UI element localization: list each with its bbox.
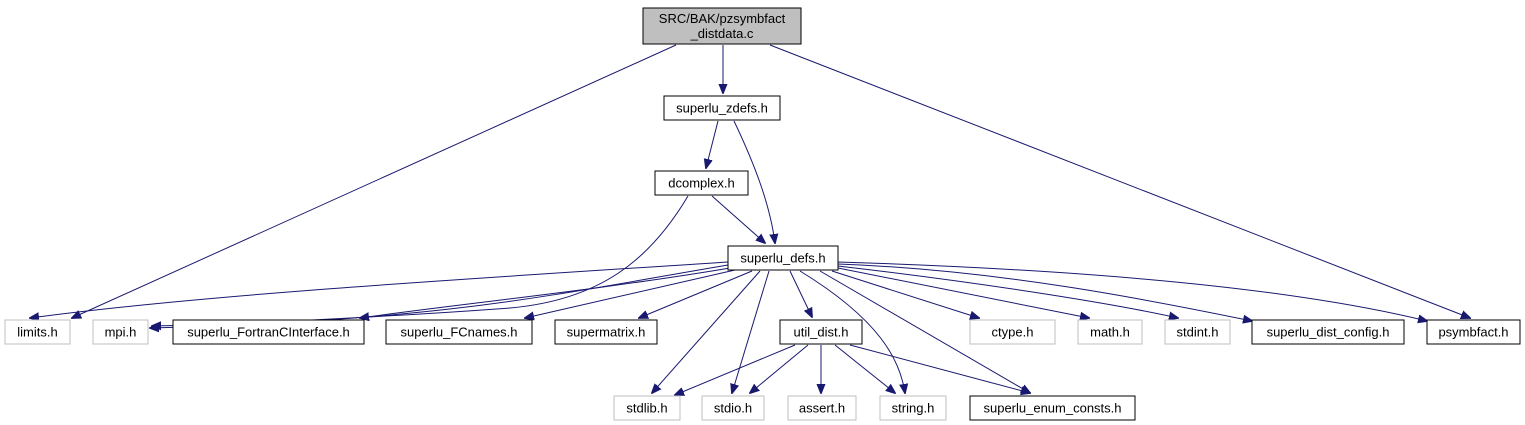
node-label: assert.h [799, 401, 845, 416]
edge-defs-to-enum [819, 270, 1030, 393]
node-stdlib: stdlib.h [613, 395, 681, 421]
node-config[interactable]: superlu_dist_config.h [1251, 319, 1405, 345]
node-label: stdlib.h [626, 401, 667, 416]
node-util[interactable]: util_dist.h [779, 319, 863, 345]
node-label: stdint.h [1177, 325, 1219, 340]
node-smat[interactable]: supermatrix.h [554, 319, 658, 345]
edge-util-to-enum [849, 344, 1030, 393]
node-box [92, 319, 149, 345]
node-string: string.h [879, 395, 947, 421]
node-box [969, 319, 1056, 345]
node-label: ctype.h [992, 325, 1034, 340]
edges-layer [30, 44, 1470, 395]
nodes-layer: SRC/BAK/pzsymbfact_distdata.c superlu_zde… [4, 7, 1521, 421]
node-limits: limits.h [4, 319, 71, 345]
edge-util-to-stdio [750, 344, 809, 393]
edge-defs-to-ctype [831, 270, 979, 318]
node-box [1426, 319, 1521, 345]
node-box [654, 170, 749, 196]
node-label: mpi.h [105, 325, 137, 340]
node-fcn[interactable]: superlu_FCnames.h [385, 319, 533, 345]
node-box [172, 319, 365, 345]
edge-defs-to-stdio [732, 270, 770, 393]
node-label: psymbfact.h [1438, 325, 1508, 340]
edge-defs-to-stdlib [652, 270, 761, 393]
node-box [1077, 319, 1143, 345]
node-label: superlu_zdefs.h [676, 101, 768, 116]
edge-defs-to-fci [360, 267, 731, 318]
node-enum[interactable]: superlu_enum_consts.h [969, 395, 1136, 421]
edge-defs-to-limits [30, 261, 729, 318]
edge-defs-to-stdint [837, 265, 1178, 318]
node-label: dcomplex.h [668, 176, 734, 191]
edge-dcomplex-to-defs [711, 195, 765, 243]
node-box [1164, 319, 1231, 345]
node-fci[interactable]: superlu_FortranCInterface.h [172, 319, 365, 345]
node-label: supermatrix.h [567, 325, 646, 340]
node-box [1251, 319, 1405, 345]
node-label: superlu_defs.h [740, 251, 825, 266]
edge-defs-to-util [789, 270, 812, 317]
edge-defs-to-string [799, 270, 905, 393]
node-box [642, 7, 802, 45]
edge-defs-to-smat [639, 270, 753, 318]
node-box [879, 395, 947, 421]
node-stdint: stdint.h [1164, 319, 1231, 345]
node-psymb[interactable]: psymbfact.h [1426, 319, 1521, 345]
node-label: superlu_enum_consts.h [983, 401, 1121, 416]
edge-util-to-string [834, 344, 895, 393]
node-label: superlu_dist_config.h [1267, 325, 1390, 340]
node-box [554, 319, 658, 345]
edge-zdefs-to-defs [733, 120, 775, 243]
node-box [385, 319, 533, 345]
node-label: limits.h [17, 325, 57, 340]
node-label: stdio.h [714, 401, 752, 416]
node-root[interactable]: SRC/BAK/pzsymbfact_distdata.c [642, 7, 802, 45]
edge-zdefs-to-dcomplex [706, 120, 719, 168]
node-label: superlu_FCnames.h [400, 325, 517, 340]
node-box [969, 395, 1136, 421]
node-box [613, 395, 681, 421]
node-dcomplex[interactable]: dcomplex.h [654, 170, 749, 196]
edge-dcomplex-to-mpi [152, 195, 689, 326]
node-ctype: ctype.h [969, 319, 1056, 345]
node-label: _distdata.c [690, 26, 754, 41]
node-assert: assert.h [787, 395, 857, 421]
node-box [727, 245, 839, 271]
node-math: math.h [1077, 319, 1143, 345]
node-box [663, 95, 781, 121]
node-label: util_dist.h [794, 325, 849, 340]
edge-defs-to-config [837, 263, 1252, 321]
edge-root-to-limits [72, 44, 677, 318]
node-label: superlu_FortranCInterface.h [187, 325, 350, 340]
edge-util-to-stdlib [675, 344, 796, 395]
node-mpi: mpi.h [92, 319, 149, 345]
edge-root-to-psymb [769, 44, 1470, 318]
node-label: SRC/BAK/pzsymbfact [659, 11, 786, 26]
node-box [4, 319, 71, 345]
edge-defs-to-math [837, 267, 1089, 318]
node-label: math.h [1090, 325, 1130, 340]
node-box [779, 319, 863, 345]
node-zdefs[interactable]: superlu_zdefs.h [663, 95, 781, 121]
node-stdio: stdio.h [701, 395, 765, 421]
node-defs[interactable]: superlu_defs.h [727, 245, 839, 271]
node-box [787, 395, 857, 421]
edge-defs-to-fcn [525, 269, 736, 318]
node-box [701, 395, 765, 421]
node-label: string.h [892, 401, 935, 416]
edge-defs-to-psymb [837, 261, 1427, 321]
